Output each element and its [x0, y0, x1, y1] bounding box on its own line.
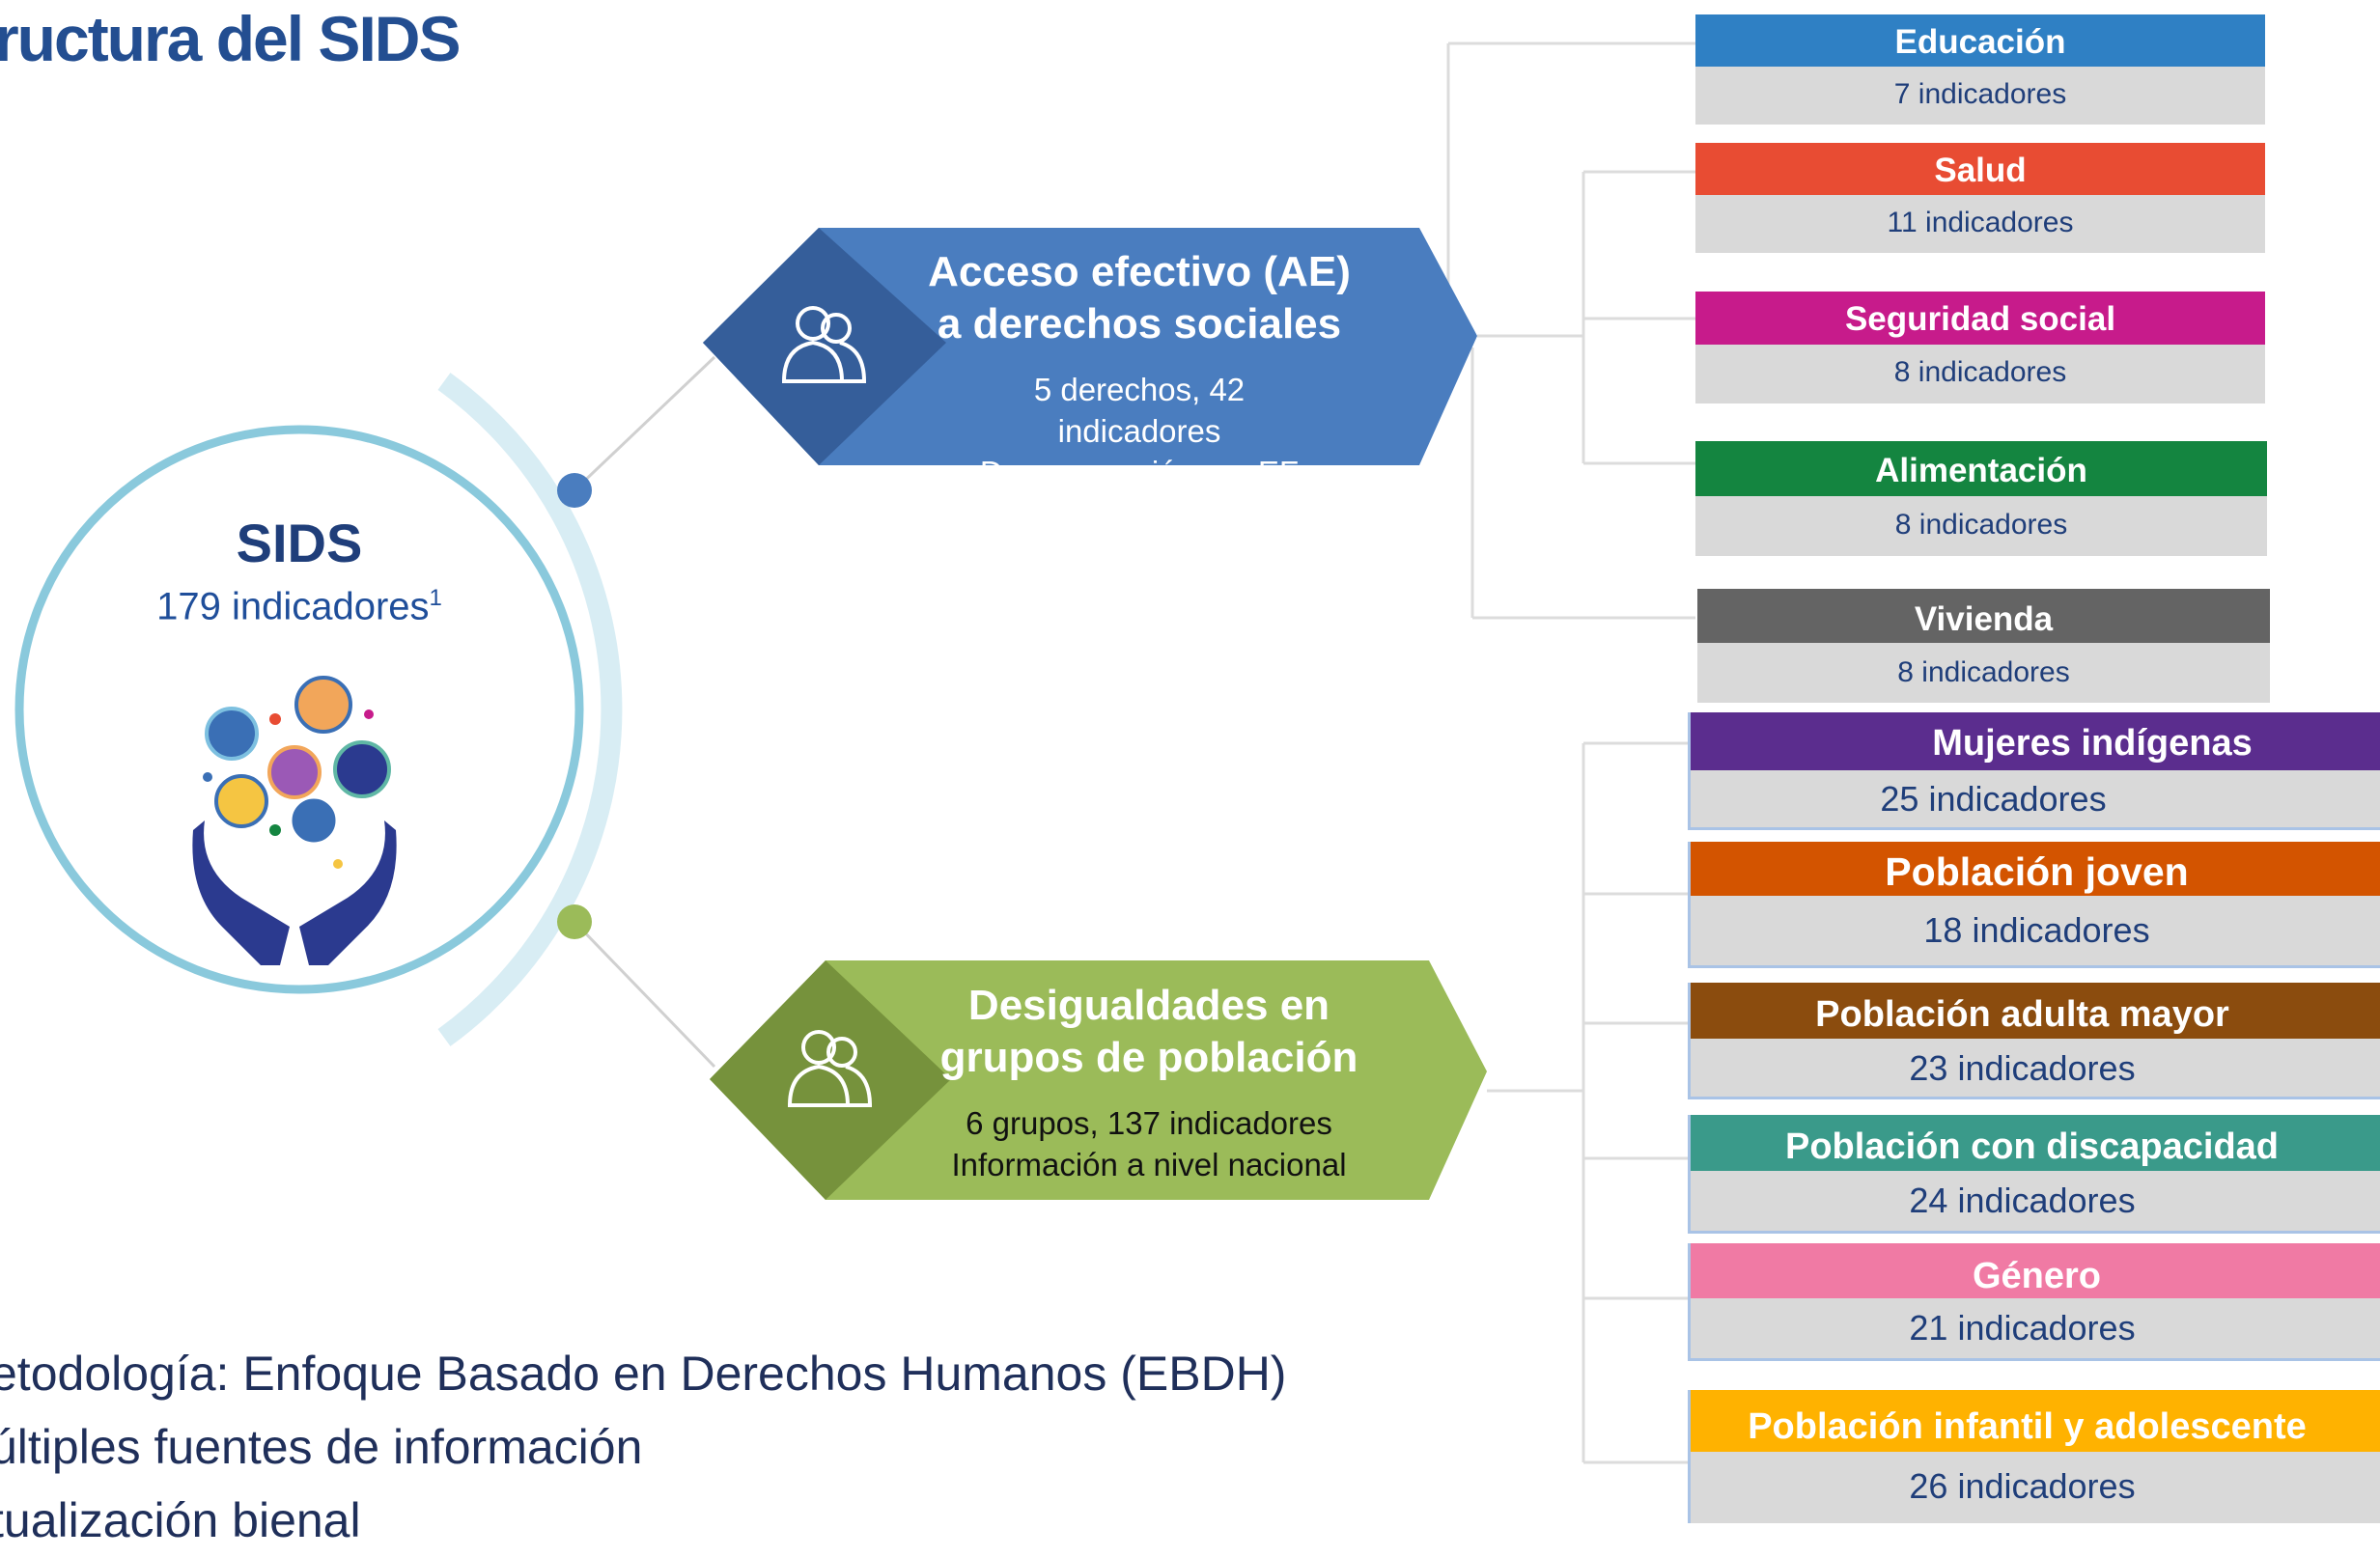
- list-item: tualización bienal: [0, 1493, 361, 1547]
- group-box-genero: Género 21 indicadores: [1688, 1243, 2380, 1361]
- group-box-poblacion-joven: Población joven 18 indicadores: [1688, 842, 2380, 968]
- ae-subtitle-clip: 5 derechos, 42 indicadores Desagregación…: [927, 241, 1352, 466]
- ae-subtitle: 5 derechos, 42 indicadores Desagregación…: [980, 372, 1299, 466]
- footnote-mark: 1: [429, 585, 442, 611]
- right-box-alimentacion: Alimentación 8 indicadores: [1695, 441, 2267, 556]
- hands-icon: [192, 676, 397, 965]
- ae-hexagon: [703, 228, 1477, 465]
- group-box-poblacion-con-discapacidad: Población con discapacidad 24 indicadore…: [1688, 1115, 2380, 1234]
- people-icon: [781, 306, 867, 383]
- outer-arc: [437, 373, 623, 1046]
- ae-title: Acceso efectivo (AE) a derechos sociales: [928, 248, 1351, 348]
- list-item: últiples fuentes de información: [0, 1420, 643, 1474]
- list-item: etodología: Enfoque Basado en Derechos H…: [0, 1347, 1287, 1401]
- groups-hexagon-dark: [710, 960, 951, 1200]
- people-icon: [787, 1030, 873, 1107]
- methodology-list: etodología: Enfoque Basado en Derechos H…: [0, 1337, 1286, 1557]
- groups-title: Desigualdades en grupos de población: [939, 982, 1358, 1081]
- group-box-poblacion-infantil-adolescente: Población infantil y adolescente 26 indi…: [1688, 1390, 2380, 1523]
- sids-title: SIDS: [236, 513, 363, 573]
- group-box-mujeres-indigenas: Mujeres indígenas 25 indicadores: [1688, 712, 2380, 830]
- groups-hexagon: [710, 960, 1487, 1200]
- right-box-educacion: Educación 7 indicadores: [1695, 14, 2265, 125]
- connector-lines: [14, 42, 1894, 1464]
- right-box-vivienda: Vivienda 8 indicadores: [1697, 589, 2270, 703]
- dot-ae: [557, 473, 592, 508]
- dot-groups: [557, 904, 592, 939]
- sids-subtitle: 179 indicadores1: [156, 585, 442, 628]
- groups-subtitle: 6 grupos, 137 indicadores Información a …: [951, 1105, 1347, 1182]
- group-box-poblacion-adulta-mayor: Población adulta mayor 23 indicadores: [1688, 983, 2380, 1099]
- right-box-seguridad-social: Seguridad social 8 indicadores: [1695, 292, 2265, 403]
- right-box-salud: Salud 11 indicadores: [1695, 143, 2265, 253]
- page-title: ructura del SIDS: [0, 3, 461, 74]
